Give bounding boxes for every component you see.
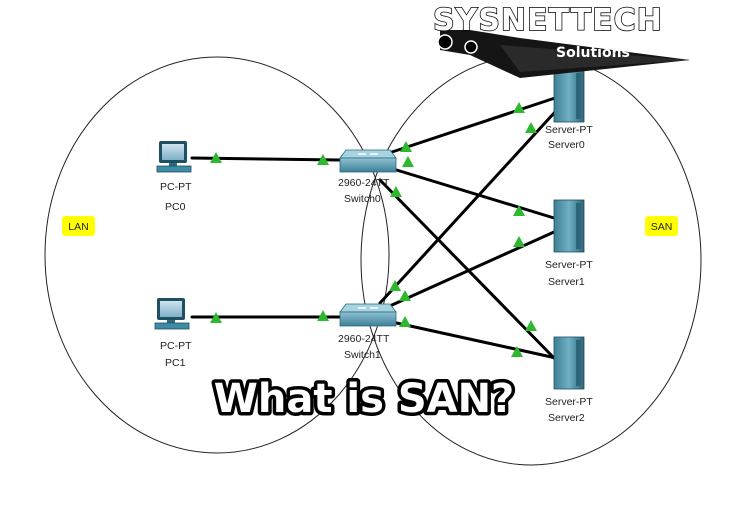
switch1-name-label: Switch1 bbox=[344, 349, 381, 361]
server2-name-label: Server2 bbox=[548, 412, 585, 424]
link-up-indicator-icon bbox=[525, 122, 537, 133]
pc-icon bbox=[156, 141, 192, 173]
link-status-indicators bbox=[210, 102, 537, 357]
san-badge-label: SAN bbox=[651, 221, 673, 233]
server-icon bbox=[553, 69, 585, 123]
link-up-indicator-icon bbox=[511, 346, 523, 357]
link-up-indicator-icon bbox=[400, 141, 412, 152]
server1-node[interactable] bbox=[553, 199, 585, 253]
switch0-type-label: 2960-24TT bbox=[338, 177, 390, 189]
server1-type-label: Server-PT bbox=[545, 259, 593, 271]
pc1-name-label: PC1 bbox=[165, 357, 186, 369]
switch-icon bbox=[339, 303, 397, 327]
switch0-node[interactable] bbox=[339, 149, 397, 173]
link-switch1-server2 bbox=[390, 320, 558, 360]
link-switch1-server1 bbox=[390, 230, 556, 307]
link-up-indicator-icon bbox=[402, 156, 414, 167]
pc1-type-label: PC-PT bbox=[160, 340, 192, 352]
server-icon bbox=[553, 199, 585, 253]
link-switch0-server1 bbox=[388, 166, 556, 220]
link-up-indicator-icon bbox=[317, 154, 329, 165]
server2-node[interactable] bbox=[553, 336, 585, 390]
link-up-indicator-icon bbox=[513, 236, 525, 247]
link-up-indicator-icon bbox=[390, 186, 402, 197]
san-badge: SAN bbox=[645, 216, 678, 236]
rocket-icon bbox=[437, 30, 690, 78]
link-switch1-server0 bbox=[378, 110, 557, 305]
lan-badge-label: LAN bbox=[68, 221, 88, 233]
server1-name-label: Server1 bbox=[548, 276, 585, 288]
brand-logo: SYSNETTECH Solutions bbox=[432, 2, 690, 78]
link-up-indicator-icon bbox=[525, 320, 537, 331]
brand-tagline: Solutions bbox=[556, 45, 630, 61]
lan-zone-boundary bbox=[44, 56, 390, 454]
server0-type-label: Server-PT bbox=[545, 124, 593, 136]
link-up-indicator-icon bbox=[210, 312, 222, 323]
server-icon bbox=[553, 336, 585, 390]
pc1-node[interactable] bbox=[154, 298, 190, 330]
pc0-node[interactable] bbox=[156, 141, 192, 173]
link-up-indicator-icon bbox=[513, 102, 525, 113]
server0-name-label: Server0 bbox=[548, 139, 585, 151]
pc0-type-label: PC-PT bbox=[160, 181, 192, 193]
link-up-indicator-icon bbox=[317, 310, 329, 321]
switch-icon bbox=[339, 149, 397, 173]
links bbox=[190, 96, 558, 362]
pc-icon bbox=[154, 298, 190, 330]
server0-node[interactable] bbox=[553, 69, 585, 123]
switch0-name-label: Switch0 bbox=[344, 193, 381, 205]
brand-name: SYSNETTECH bbox=[433, 3, 663, 38]
switch1-node[interactable] bbox=[339, 303, 397, 327]
lan-badge: LAN bbox=[62, 216, 95, 236]
link-up-indicator-icon bbox=[389, 280, 401, 291]
link-switch0-server0 bbox=[390, 96, 557, 154]
pc0-name-label: PC0 bbox=[165, 201, 186, 213]
link-up-indicator-icon bbox=[513, 205, 525, 216]
link-up-indicator-icon bbox=[210, 152, 222, 163]
headline-title: What is SAN? bbox=[214, 376, 515, 422]
link-up-indicator-icon bbox=[399, 316, 411, 327]
link-up-indicator-icon bbox=[399, 290, 411, 301]
server2-type-label: Server-PT bbox=[545, 396, 593, 408]
switch1-type-label: 2960-24TT bbox=[338, 333, 390, 345]
